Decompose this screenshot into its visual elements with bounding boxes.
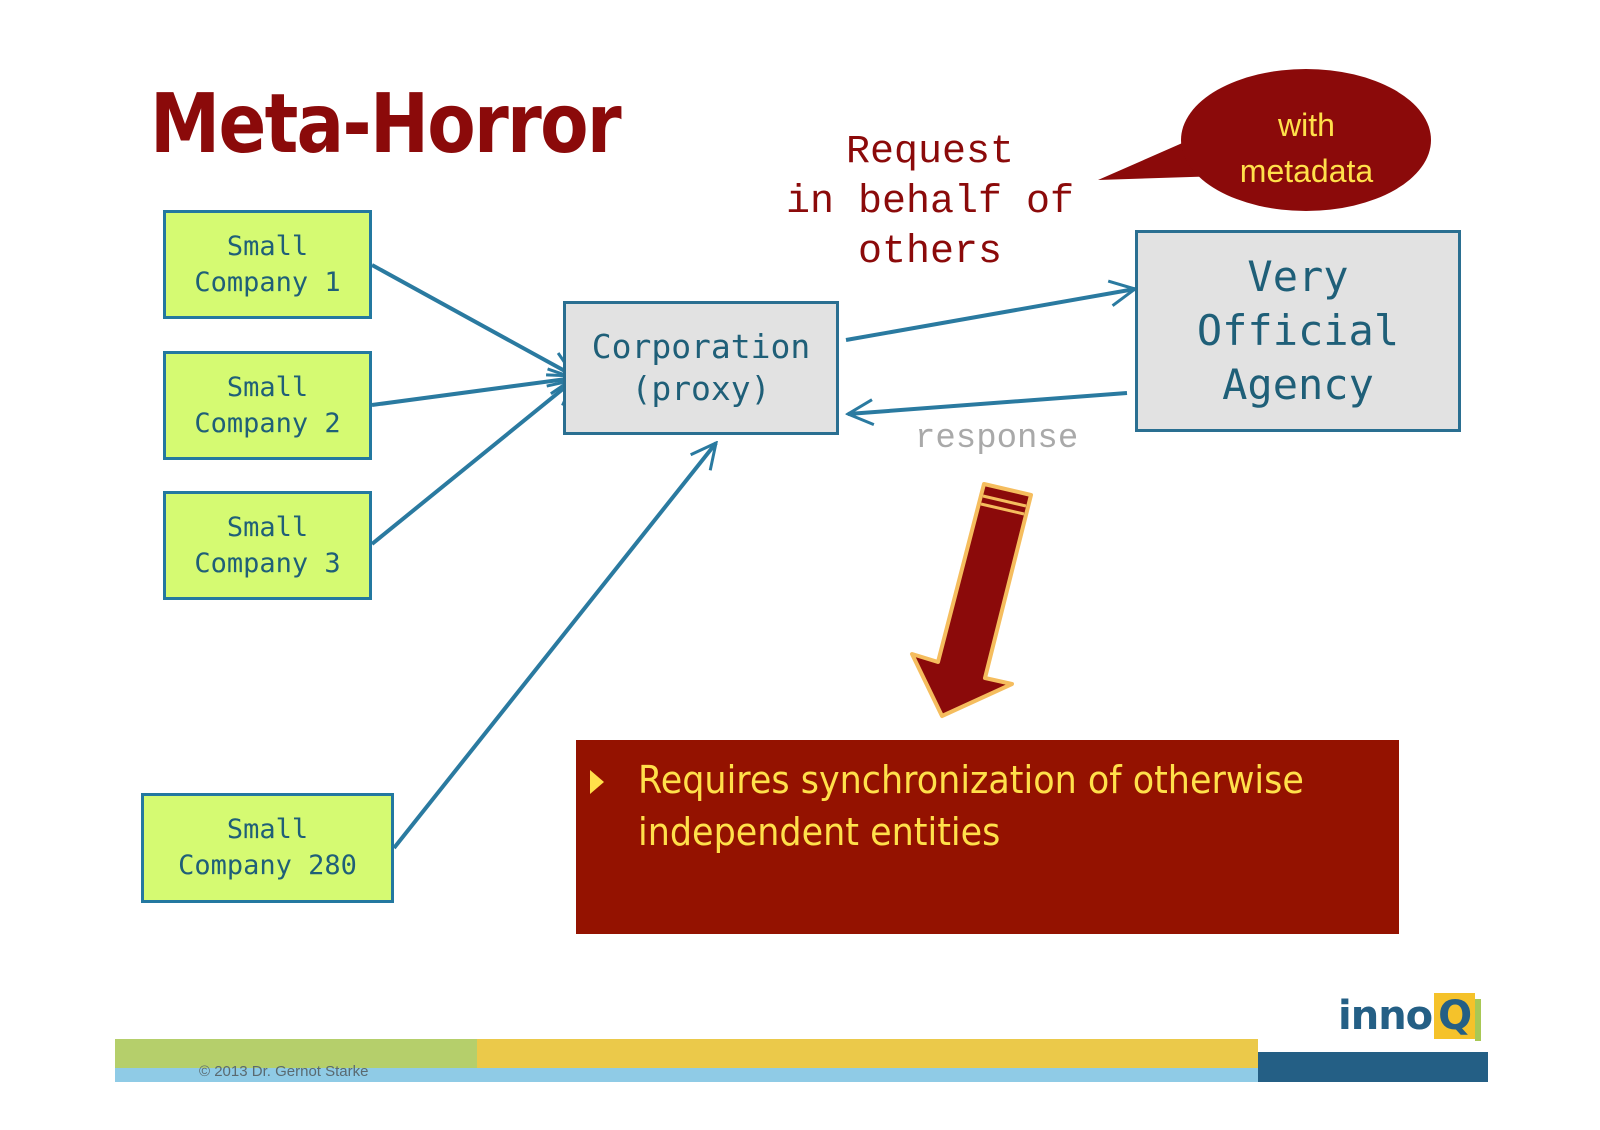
corporation-label: Corporation [591, 327, 811, 366]
arrow-company280-to-corp [392, 443, 716, 850]
bubble-line2: metadata [1239, 153, 1374, 189]
official-agency-box: Very Official Agency [1135, 230, 1461, 432]
request-label-line1: Request [845, 130, 1015, 175]
footer-band-yellow [477, 1039, 1258, 1068]
speech-bubble-text: with metadata [1184, 102, 1429, 194]
company-label-line1: Small [226, 511, 309, 543]
slide-title: Meta-Horror [150, 77, 622, 172]
logo-text: inno [1338, 993, 1433, 1039]
corporation-proxy-box: Corporation (proxy) [563, 301, 839, 435]
company-label-line1: Small [226, 230, 309, 262]
logo-q: Q [1434, 993, 1482, 1041]
company-label-line2: Company 1 [194, 266, 341, 298]
footer-band-blue [115, 1068, 1258, 1082]
big-down-arrow [910, 482, 1033, 718]
agency-label-line3: Agency [1222, 360, 1374, 409]
agency-label-line1: Very [1247, 252, 1349, 301]
company-label-line1: Small [226, 814, 309, 845]
arrow-company1-to-corp [371, 263, 574, 378]
callout-line2: independent entities [638, 810, 1001, 854]
callout-line1: Requires synchronization of otherwise [638, 758, 1304, 802]
speech-bubble [1098, 69, 1431, 211]
bubble-line1: with [1278, 107, 1335, 143]
small-company-3: Small Company 3 [163, 491, 372, 600]
request-label-line2: in behalf of [785, 180, 1075, 225]
small-company-1: Small Company 1 [163, 210, 372, 319]
copyright-text: © 2013 Dr. Gernot Starke [199, 1063, 369, 1080]
footer-band-navy [1258, 1052, 1488, 1082]
conclusion-callout: Requires synchronization of otherwise in… [576, 740, 1399, 934]
small-company-280: Small Company 280 [141, 793, 394, 903]
request-label: Request in behalf of others [760, 128, 1100, 278]
company-label-line2: Company 2 [194, 407, 341, 439]
agency-label-line2: Official [1196, 306, 1400, 355]
footer-band-green [115, 1039, 477, 1068]
arrow-response [848, 391, 1128, 414]
request-label-line3: others [857, 230, 1003, 275]
arrow-company2-to-corp [371, 378, 574, 407]
arrow-request [845, 289, 1135, 342]
arrow-company3-to-corp [370, 380, 574, 546]
company-label-line2: Company 280 [178, 850, 357, 881]
response-label: response [915, 420, 1079, 458]
proxy-label: (proxy) [631, 369, 771, 408]
company-label-line1: Small [226, 371, 309, 403]
company-label-line2: Company 3 [194, 547, 341, 579]
small-company-2: Small Company 2 [163, 351, 372, 460]
callout-text: Requires synchronization of otherwise in… [638, 754, 1304, 858]
bullet-triangle-icon [590, 770, 604, 794]
